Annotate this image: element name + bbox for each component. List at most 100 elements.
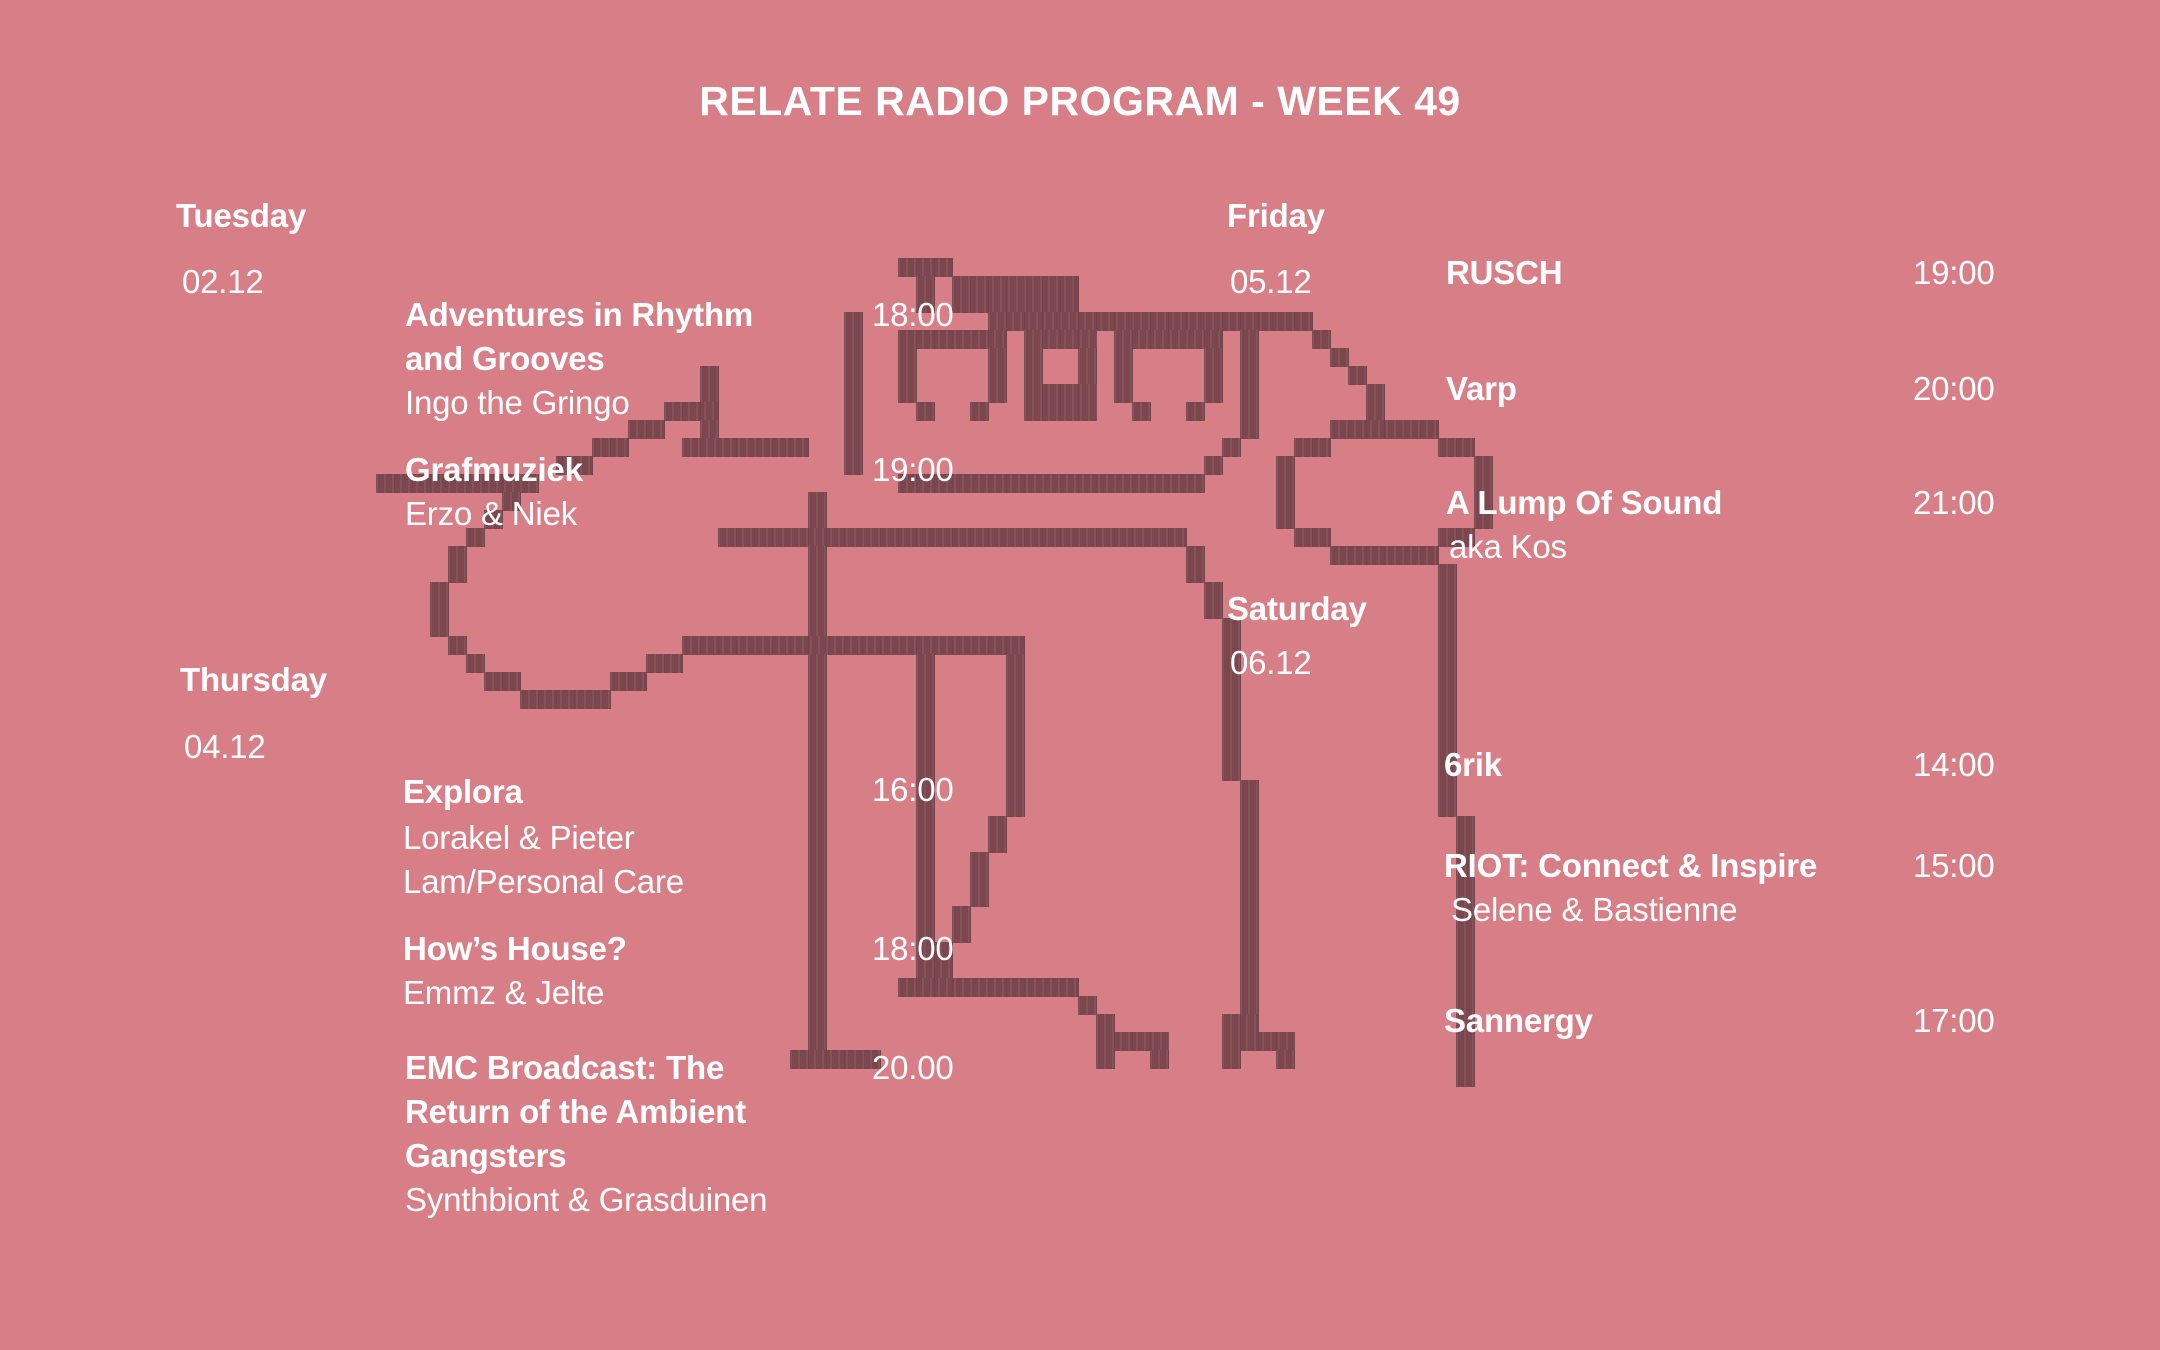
show-time: 20:00 (1913, 370, 1995, 407)
pixel-art-block (1222, 636, 1241, 655)
pixel-art-block (808, 1014, 827, 1033)
pixel-art-block (1006, 654, 1025, 673)
pixel-art-block (1222, 618, 1241, 637)
show-title: Varp (1446, 370, 1517, 407)
pixel-art-block (1240, 384, 1259, 403)
pixel-art-block (1222, 708, 1241, 727)
pixel-art-block (916, 780, 935, 799)
pixel-art-block (1456, 906, 1475, 925)
pixel-art-block (808, 618, 827, 637)
day-name: Tuesday (176, 197, 307, 234)
show-time: 19:00 (1913, 254, 1995, 291)
pixel-art-block (808, 870, 827, 889)
pixel-art-block (808, 546, 827, 565)
pixel-art-block (898, 474, 1205, 493)
pixel-art-block (1204, 456, 1223, 475)
pixel-art-block (790, 1050, 881, 1069)
pixel-art-block (808, 744, 827, 763)
pixel-art-block (808, 654, 827, 673)
show-time: 20.00 (872, 1049, 954, 1086)
pixel-art-block (1474, 492, 1493, 511)
pixel-art-block (1114, 384, 1133, 403)
pixel-art-block (970, 402, 989, 421)
pixel-art-block (808, 582, 827, 601)
pixel-art-block (952, 906, 971, 925)
pixel-art-block (1006, 708, 1025, 727)
show-title: 6rik (1444, 746, 1502, 783)
pixel-art-block (610, 672, 647, 691)
pixel-art-block (1240, 816, 1259, 835)
pixel-art-block (1222, 438, 1241, 457)
pixel-art-block (898, 384, 917, 403)
pixel-art-block (916, 960, 953, 979)
pixel-art-block (1366, 402, 1385, 421)
pixel-art-block (1222, 1032, 1295, 1051)
pixel-art-block (1024, 384, 1097, 403)
pixel-art-block (1276, 456, 1295, 475)
pixel-art-block (808, 888, 827, 907)
pixel-art-block (1078, 996, 1097, 1015)
pixel-art-block (700, 384, 719, 403)
pixel-art-block (1276, 474, 1295, 493)
show-artist: Synthbiont & Grasduinen (405, 1181, 768, 1218)
pixel-art-block (1240, 780, 1259, 799)
pixel-art-block (916, 942, 953, 961)
pixel-art-block (808, 996, 827, 1015)
pixel-art-block (1438, 708, 1457, 727)
show-title: Return of the Ambient (405, 1093, 747, 1130)
pixel-art-block (1240, 834, 1259, 853)
pixel-art-block (916, 726, 935, 745)
pixel-art-block (970, 870, 989, 889)
pixel-art-block (808, 834, 827, 853)
day-date: 05.12 (1230, 263, 1312, 300)
pixel-art-block (1312, 330, 1331, 349)
pixel-art-block (430, 582, 449, 601)
pixel-art-block (1348, 366, 1367, 385)
pixel-art-block (1240, 978, 1259, 997)
pixel-art-block (1006, 744, 1025, 763)
pixel-art-block (1204, 366, 1223, 385)
pixel-art-block (1438, 744, 1457, 763)
show-title: and Grooves (405, 340, 605, 377)
pixel-art-block (1006, 798, 1025, 817)
pixel-art-block (970, 888, 989, 907)
pixel-art-block (1204, 384, 1223, 403)
pixel-art-block (1096, 1014, 1115, 1033)
pixel-art-block (1474, 510, 1493, 529)
pixel-art-block (808, 780, 827, 799)
pixel-art-block (1114, 348, 1133, 367)
pixel-art-block (430, 600, 449, 619)
pixel-art-block (1276, 510, 1295, 529)
pixel-art-block (1078, 348, 1097, 367)
show-time: 16:00 (872, 771, 954, 808)
pixel-art-block (844, 456, 863, 475)
pixel-art-block (808, 942, 827, 961)
pixel-art-block (808, 564, 827, 583)
day-date: 04.12 (184, 728, 266, 765)
pixel-art-block (1438, 672, 1457, 691)
pixel-art-block (682, 636, 1025, 655)
pixel-art-block (1222, 1014, 1259, 1033)
day-name: Thursday (180, 661, 327, 698)
show-title: How’s House? (403, 930, 627, 967)
pixel-art-block (1438, 654, 1457, 673)
pixel-art-block (466, 528, 485, 547)
pixel-art-block (700, 420, 719, 439)
pixel-art-block (988, 348, 1007, 367)
pixel-art-block (1240, 366, 1259, 385)
pixel-art-block (646, 654, 683, 673)
pixel-art-block (898, 330, 1007, 349)
show-time: 19:00 (872, 451, 954, 488)
pixel-art-block (808, 672, 827, 691)
pixel-art-block (1474, 474, 1493, 493)
pixel-art-block (1294, 438, 1331, 457)
pixel-art-block (1456, 996, 1475, 1015)
show-artist: Emmz & Jelte (403, 974, 605, 1011)
pixel-art-block (1240, 888, 1259, 907)
pixel-art-block (1456, 888, 1475, 907)
pixel-art-block (916, 906, 935, 925)
pixel-art-block (916, 870, 935, 889)
pixel-art-block (1456, 942, 1475, 961)
pixel-art-block (1024, 366, 1043, 385)
